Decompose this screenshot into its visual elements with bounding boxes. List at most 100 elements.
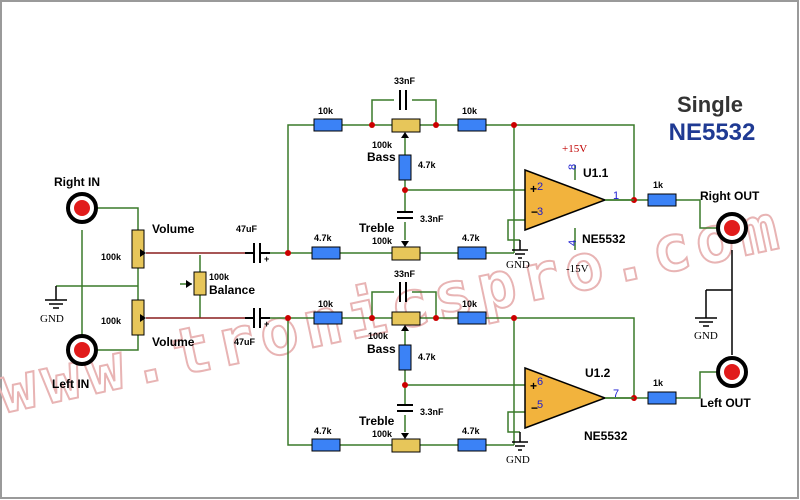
resistors xyxy=(311,118,677,452)
top-cap-33nf-label: 33nF xyxy=(394,76,416,86)
top-res-bass-label: 4.7k xyxy=(418,160,437,170)
cap-47uf-top xyxy=(245,243,255,263)
bottom-bass-label: Bass xyxy=(367,342,396,356)
opamp-top-pin-out: 1 xyxy=(613,190,619,202)
cap-3n3-bottom xyxy=(397,404,413,412)
balance-label: Balance xyxy=(209,283,255,297)
cap-3n3-top xyxy=(397,211,413,219)
res-10k-bottom-right xyxy=(457,311,487,325)
bottom-cap-3n3-label: 3.3nF xyxy=(420,407,444,417)
cap-47uf-bottom-label: 47uF xyxy=(234,337,256,347)
input-gnd-label: GND xyxy=(40,313,64,325)
top-res-right-label: 10k xyxy=(462,106,478,116)
volume-pot-bottom xyxy=(131,299,146,336)
bottom-res-right-label: 10k xyxy=(462,299,478,309)
balance-pot xyxy=(180,271,207,296)
opamp-bottom-part: NE5532 xyxy=(584,429,628,443)
title-line1: Single xyxy=(677,92,743,117)
right-out-jack xyxy=(716,212,748,244)
opamp-bottom-pin-plus: 6 xyxy=(537,376,543,388)
opamp-u1-1 xyxy=(524,168,608,232)
opamp-top-name: U1.1 xyxy=(583,166,609,180)
opamp-top-out-res: 1k xyxy=(653,180,664,190)
res-4k7-treble-bottom-left xyxy=(311,438,341,452)
bottom-res-treble-right-label: 4.7k xyxy=(462,426,481,436)
cap-47uf-bottom-plate xyxy=(259,308,270,328)
cap-plus-mark-top: + xyxy=(264,254,269,264)
top-treble-label: Treble xyxy=(359,221,395,235)
res-1k-top xyxy=(647,193,677,207)
opamp-bottom-out-res: 1k xyxy=(653,378,664,388)
opamp-bottom-name: U1.2 xyxy=(585,366,611,380)
opamp-top-sym-minus: − xyxy=(531,205,538,219)
opamp-top-part: NE5532 xyxy=(582,232,626,246)
res-10k-top-left xyxy=(313,118,343,132)
opamp-top-sym-plus: + xyxy=(530,182,537,196)
top-res-left-label: 10k xyxy=(318,106,334,116)
volume-top-value: 100k xyxy=(101,252,122,262)
opamp-bottom-sym-plus: + xyxy=(530,379,537,393)
opamp-bottom-pin-out: 7 xyxy=(613,388,619,400)
bottom-treble-label: Treble xyxy=(359,414,395,428)
left-in-jack xyxy=(66,334,98,366)
junction-dots xyxy=(285,122,637,401)
top-res-treble-left-label: 4.7k xyxy=(314,233,333,243)
res-10k-top-right xyxy=(457,118,487,132)
top-bass-label: Bass xyxy=(367,150,396,164)
top-gnd-label: GND xyxy=(506,259,530,271)
opamp-u1-2 xyxy=(524,366,608,430)
balance-value: 100k xyxy=(209,272,230,282)
top-cap-3n3-label: 3.3nF xyxy=(420,214,444,224)
wires xyxy=(56,99,733,446)
cap-47uf-top-label: 47uF xyxy=(236,224,258,234)
left-out-label: Left OUT xyxy=(700,396,751,410)
top-res-treble-right-label: 4.7k xyxy=(462,233,481,243)
res-1k-bottom xyxy=(647,391,677,405)
volume-top-label: Volume xyxy=(152,222,195,236)
bottom-treble-value: 100k xyxy=(372,429,393,439)
right-in-label: Right IN xyxy=(54,175,100,189)
right-in-jack xyxy=(66,192,98,224)
bottom-bass-value: 100k xyxy=(368,331,389,341)
left-in-label: Left IN xyxy=(52,377,89,391)
title-line2: NE5532 xyxy=(669,119,756,146)
volume-bottom-label: Volume xyxy=(152,335,195,349)
res-4k7-treble-top-right xyxy=(457,246,487,260)
top-bass-value: 100k xyxy=(372,140,393,150)
opamp-bottom-sym-minus: − xyxy=(531,401,538,415)
res-4k7-bass-top xyxy=(398,154,412,181)
output-gnd-symbol xyxy=(695,317,717,327)
top-treble-value: 100k xyxy=(372,236,393,246)
opamp-bottom-pin-minus: 5 xyxy=(537,399,543,411)
res-4k7-bass-bottom xyxy=(398,344,412,371)
cap-33nf-top xyxy=(399,90,407,110)
opamp-top-vplus: +15V xyxy=(562,143,587,155)
bottom-gnd-label: GND xyxy=(506,454,530,466)
opamp-top-pin-plus: 2 xyxy=(537,181,543,193)
treble-pot-bottom xyxy=(391,433,421,453)
bass-pot-top xyxy=(391,118,421,138)
cap-47uf-bottom xyxy=(245,308,255,328)
cap-33nf-bottom xyxy=(399,282,407,302)
opamp-top-vminus: -15V xyxy=(566,263,589,275)
opamp-top-pin-minus: 3 xyxy=(537,206,543,218)
volume-bottom-value: 100k xyxy=(101,316,122,326)
res-4k7-treble-top-left xyxy=(311,246,341,260)
bottom-cap-33nf-label: 33nF xyxy=(394,269,416,279)
bottom-res-bass-label: 4.7k xyxy=(418,352,437,362)
left-out-jack xyxy=(716,356,748,388)
opamp-top-pin-vee: 4 xyxy=(567,240,579,246)
opamp-gnd-symbols xyxy=(512,240,528,451)
right-out-label: Right OUT xyxy=(700,189,760,203)
res-4k7-treble-bottom-right xyxy=(457,438,487,452)
volume-pot-top xyxy=(131,229,146,269)
bottom-res-treble-left-label: 4.7k xyxy=(314,426,333,436)
bottom-res-left-label: 10k xyxy=(318,299,334,309)
treble-pot-top xyxy=(391,241,421,261)
cap-47uf-top-plate xyxy=(259,243,270,263)
output-gnd-label: GND xyxy=(694,330,718,342)
res-10k-bottom-left xyxy=(313,311,343,325)
bass-pot-bottom xyxy=(391,311,421,331)
